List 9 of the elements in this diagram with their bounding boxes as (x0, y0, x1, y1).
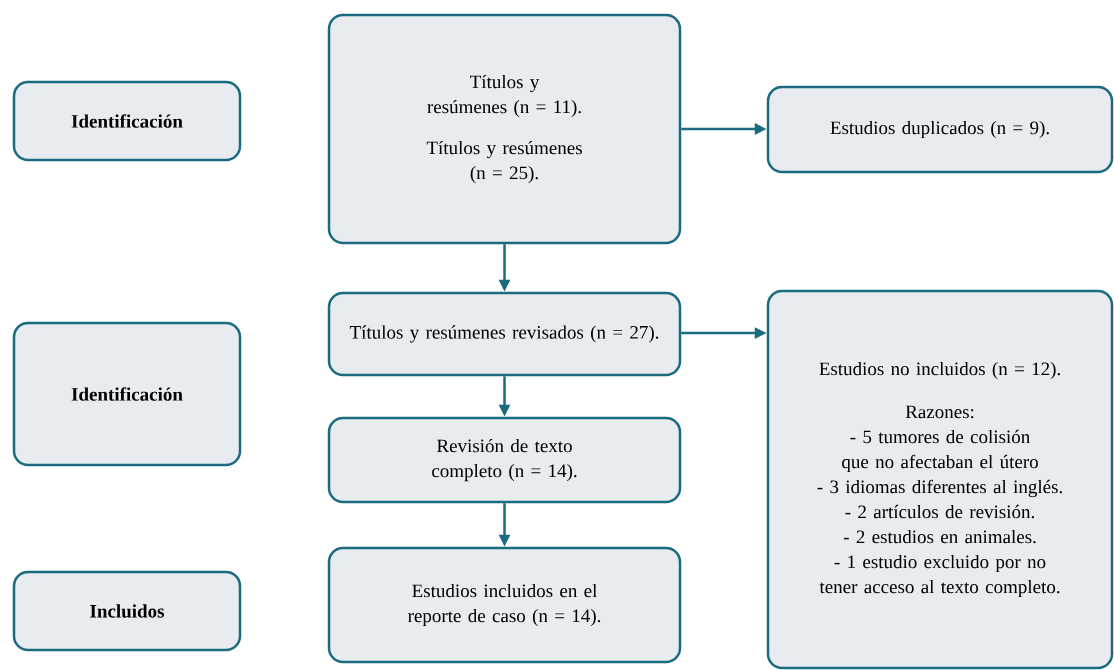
process-box: Revisión de texto completo (n = 14). (327, 416, 682, 504)
process-box: Estudios duplicados (n = 9). (766, 85, 1114, 174)
process-box: Títulos y resúmenes (n = 11). Títulos y resúmenes (n = 25). (327, 13, 682, 245)
stage-box: Identificación (12, 80, 242, 162)
stage-box: Identificación (12, 321, 242, 467)
process-box: Estudios no incluidos (n = 12). Razones: - 5 tumores de colisión que no afectaban el útero - 3 idiomas diferentes al inglés. - 2 artículos de revisión. - 2 estudios en animales. - 1 estudio excluido por no tener acceso al texto completo. (766, 289, 1114, 670)
process-box: Títulos y resúmenes revisados (n = 27). (327, 291, 682, 377)
process-box: Estudios incluidos en el reporte de caso (n = 14). (327, 546, 682, 664)
stage-box: Incluidos (12, 570, 242, 652)
